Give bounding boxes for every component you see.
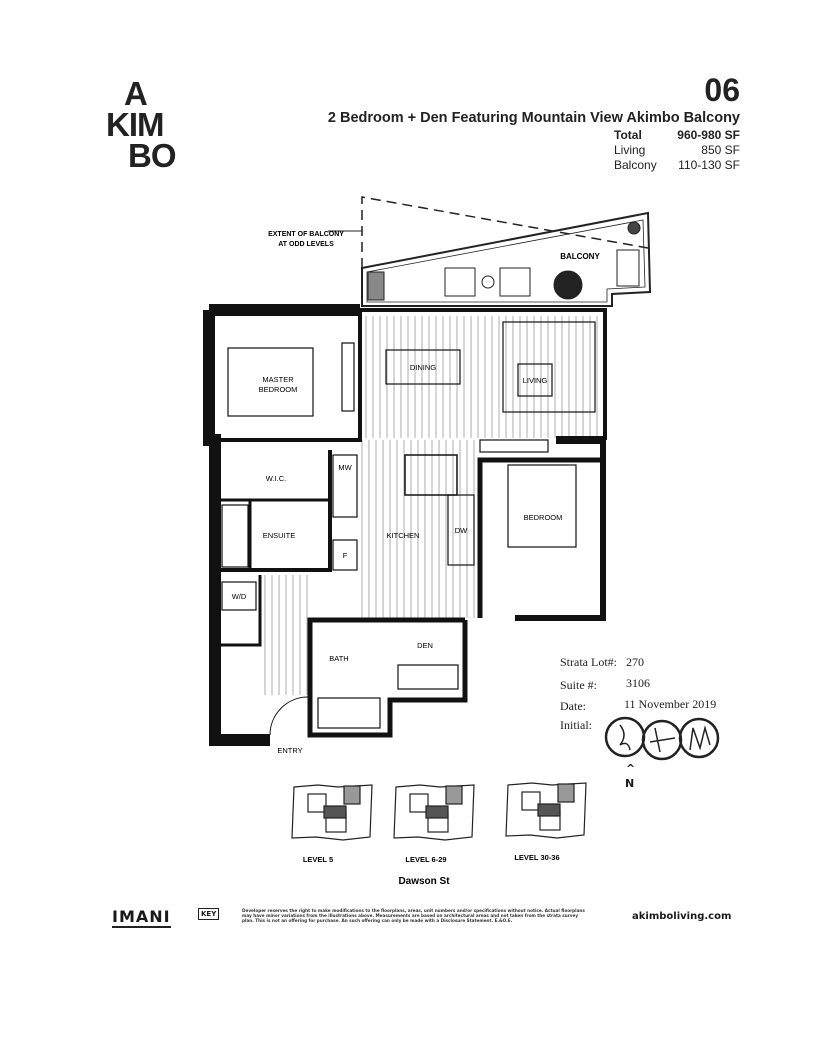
room-label-kitchen: KITCHEN [387, 531, 420, 540]
logo-line: KIM [106, 106, 164, 143]
key-plans [291, 782, 587, 841]
room-label-master: BEDROOM [259, 385, 298, 394]
room-label-mw: MW [338, 463, 352, 472]
room-label-entry: ENTRY [277, 746, 302, 755]
north-label: N [625, 777, 635, 790]
balcony-area [328, 196, 652, 307]
room-labels: DINING LIVING MASTER BEDROOM W.I.C. ENSU… [232, 363, 563, 755]
area-row-total: Total 960-980 SF [614, 128, 740, 143]
unit-number: 06 [704, 72, 740, 108]
area-label: Balcony [614, 158, 657, 172]
suite-value: 3106 [626, 676, 650, 690]
area-row-balcony: Balcony 110-130 SF [614, 158, 740, 173]
website-link[interactable]: akimboliving.com [632, 911, 732, 922]
key-plan-label: LEVEL 6-29 [405, 855, 446, 864]
suite-label: Suite #: [560, 678, 598, 692]
plan-title: 2 Bedroom + Den Featuring Mountain View … [327, 110, 740, 126]
room-label-f: F [343, 551, 348, 560]
imani-logo: IMANI [112, 907, 171, 928]
strata-lot-value: 270 [626, 655, 644, 669]
floor-lines [264, 316, 598, 695]
key-plan-label: LEVEL 5 [303, 855, 333, 864]
room-label-balcony: BALCONY [560, 252, 600, 261]
area-value: 960-980 SF [677, 128, 740, 142]
balcony-note: EXTENT OF BALCONY [268, 231, 344, 238]
street-label: Dawson St [398, 876, 450, 887]
room-label-den: DEN [417, 641, 433, 650]
key-plan-icon [291, 784, 373, 841]
room-label-ensuite: ENSUITE [263, 531, 296, 540]
area-table: Total 960-980 SF Living 850 SF Balcony 110-… [614, 128, 740, 173]
date-label: Date: [560, 699, 586, 713]
key-plan-icon [505, 782, 587, 839]
initial-label: Initial: [560, 718, 592, 732]
akimbo-logo: A KIM BO [106, 75, 176, 174]
key-logo: KEY [198, 908, 220, 920]
key-plan-icon [393, 784, 475, 841]
balcony-note: AT ODD LEVELS [278, 241, 334, 248]
area-label: Total [614, 128, 642, 142]
area-value: 850 SF [701, 143, 740, 157]
room-label-living: LIVING [523, 376, 548, 385]
north-arrow-icon: ^ [626, 762, 636, 775]
room-label-wd: W/D [232, 592, 247, 601]
room-label-dw: DW [455, 526, 468, 535]
area-label: Living [614, 143, 646, 157]
room-label-dining: DINING [410, 363, 436, 372]
initial-signatures [604, 716, 720, 761]
room-label-bath: BATH [329, 654, 348, 663]
key-plan-labels: LEVEL 5 LEVEL 6-29 LEVEL 30-36 Dawson St [303, 853, 560, 887]
room-label-bedroom: BEDROOM [524, 513, 563, 522]
date-value: 11 November 2019 [624, 697, 717, 711]
area-value: 110-130 SF [678, 158, 740, 172]
room-label-master: MASTER [262, 375, 294, 384]
area-row-living: Living 850 SF [614, 143, 740, 158]
logo-line: A [124, 75, 148, 112]
strata-lot-label: Strata Lot#: [560, 655, 617, 669]
walls [203, 304, 607, 746]
logo-line: BO [128, 137, 176, 174]
room-label-wic: W.I.C. [266, 474, 286, 483]
key-plan-label: LEVEL 30-36 [514, 853, 559, 862]
disclaimer: Developer reserves the right to make mod… [242, 908, 585, 923]
